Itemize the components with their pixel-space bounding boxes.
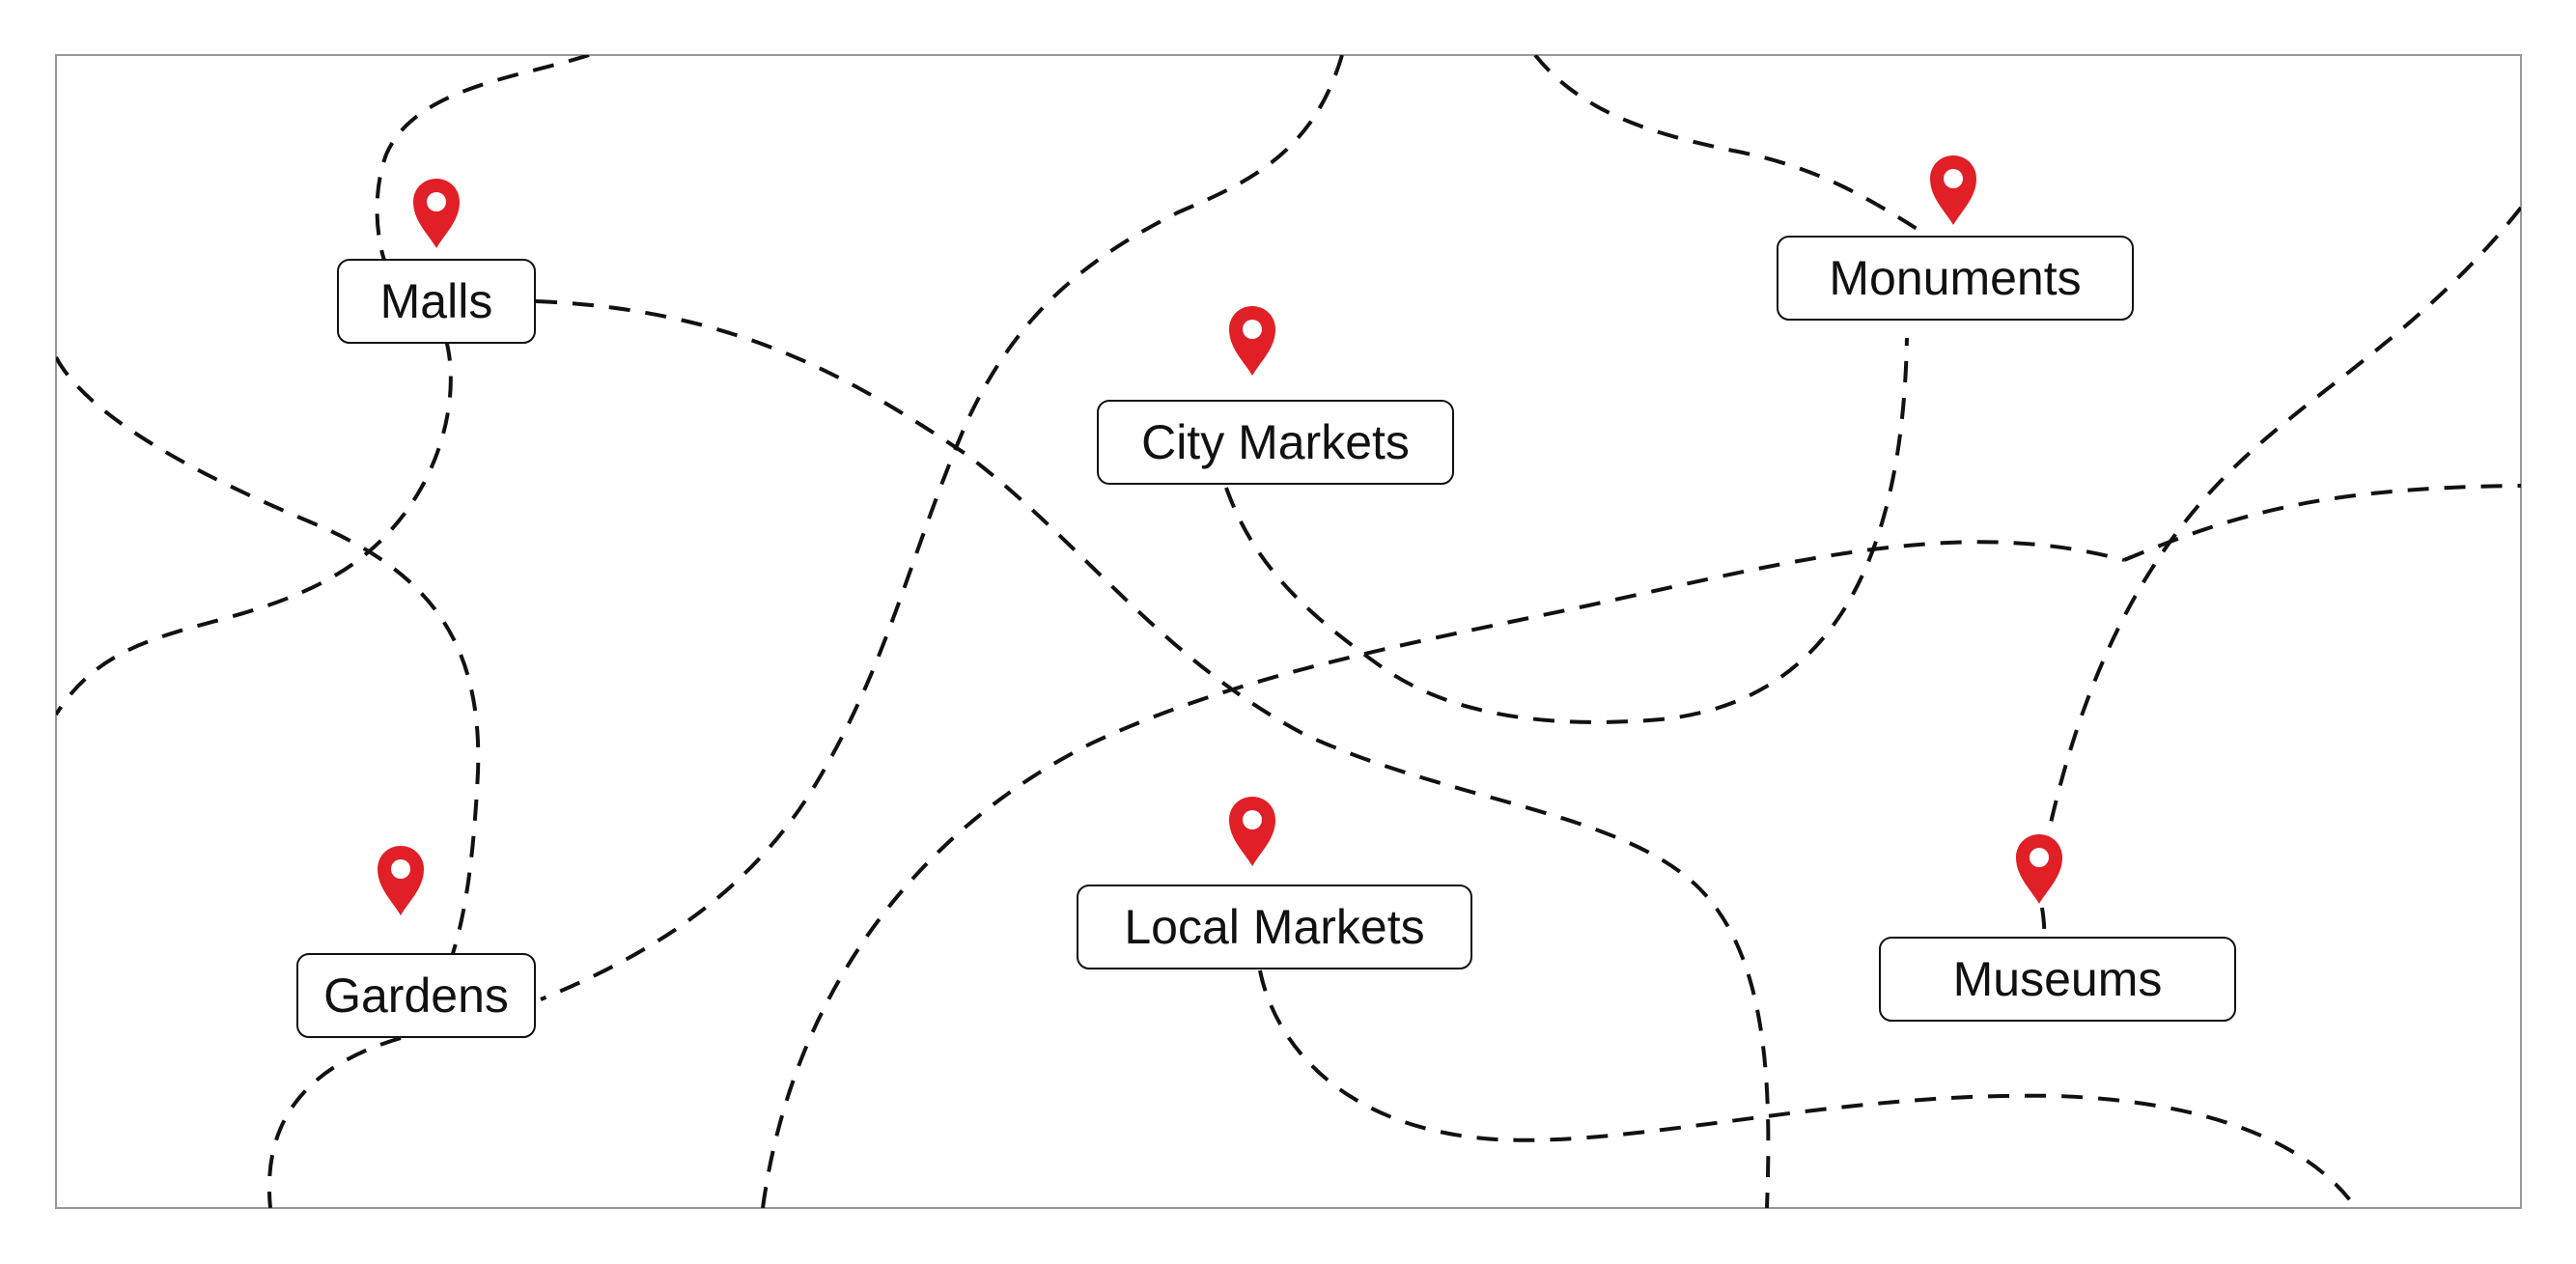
route-path xyxy=(266,1036,402,1208)
route-path xyxy=(1224,337,1909,724)
map-pin-icon[interactable] xyxy=(2016,834,2062,904)
place-city-markets[interactable]: City Markets xyxy=(1097,306,1454,485)
place-label-box[interactable] xyxy=(1879,937,2236,1022)
map-pin-icon[interactable] xyxy=(1229,797,1275,866)
routes xyxy=(56,55,2521,1208)
route-path xyxy=(1258,969,2358,1208)
place-label-box[interactable] xyxy=(1777,236,2134,321)
place-label: Museums xyxy=(1953,952,2163,1006)
place-label-box[interactable] xyxy=(1097,400,1454,485)
place-museums[interactable]: Museums xyxy=(1879,834,2236,1022)
route-path xyxy=(2040,907,2047,947)
map-pin-icon[interactable] xyxy=(413,179,460,248)
place-label: Local Markets xyxy=(1124,900,1424,954)
route-path xyxy=(2045,206,2521,841)
place-label-box[interactable] xyxy=(337,259,536,344)
route-path xyxy=(56,356,481,971)
place-malls[interactable]: Malls xyxy=(337,179,536,344)
route-path xyxy=(540,55,1344,1001)
route-path xyxy=(56,339,453,716)
route-path xyxy=(375,55,590,267)
place-label: Gardens xyxy=(323,969,509,1023)
place-label: City Markets xyxy=(1141,415,1410,469)
map-pin-icon[interactable] xyxy=(1229,306,1275,376)
route-path xyxy=(535,299,1771,1208)
place-label: Malls xyxy=(380,274,493,328)
place-monuments[interactable]: Monuments xyxy=(1777,155,2134,321)
place-gardens[interactable]: Gardens xyxy=(296,846,536,1038)
map-pin-icon[interactable] xyxy=(378,846,424,915)
place-label: Monuments xyxy=(1829,251,2081,305)
place-local-markets[interactable]: Local Markets xyxy=(1077,797,1472,969)
map-pin-icon[interactable] xyxy=(1930,155,1976,225)
place-label-box[interactable] xyxy=(1077,885,1472,969)
route-path xyxy=(761,540,2125,1208)
place-label-box[interactable] xyxy=(296,953,536,1038)
